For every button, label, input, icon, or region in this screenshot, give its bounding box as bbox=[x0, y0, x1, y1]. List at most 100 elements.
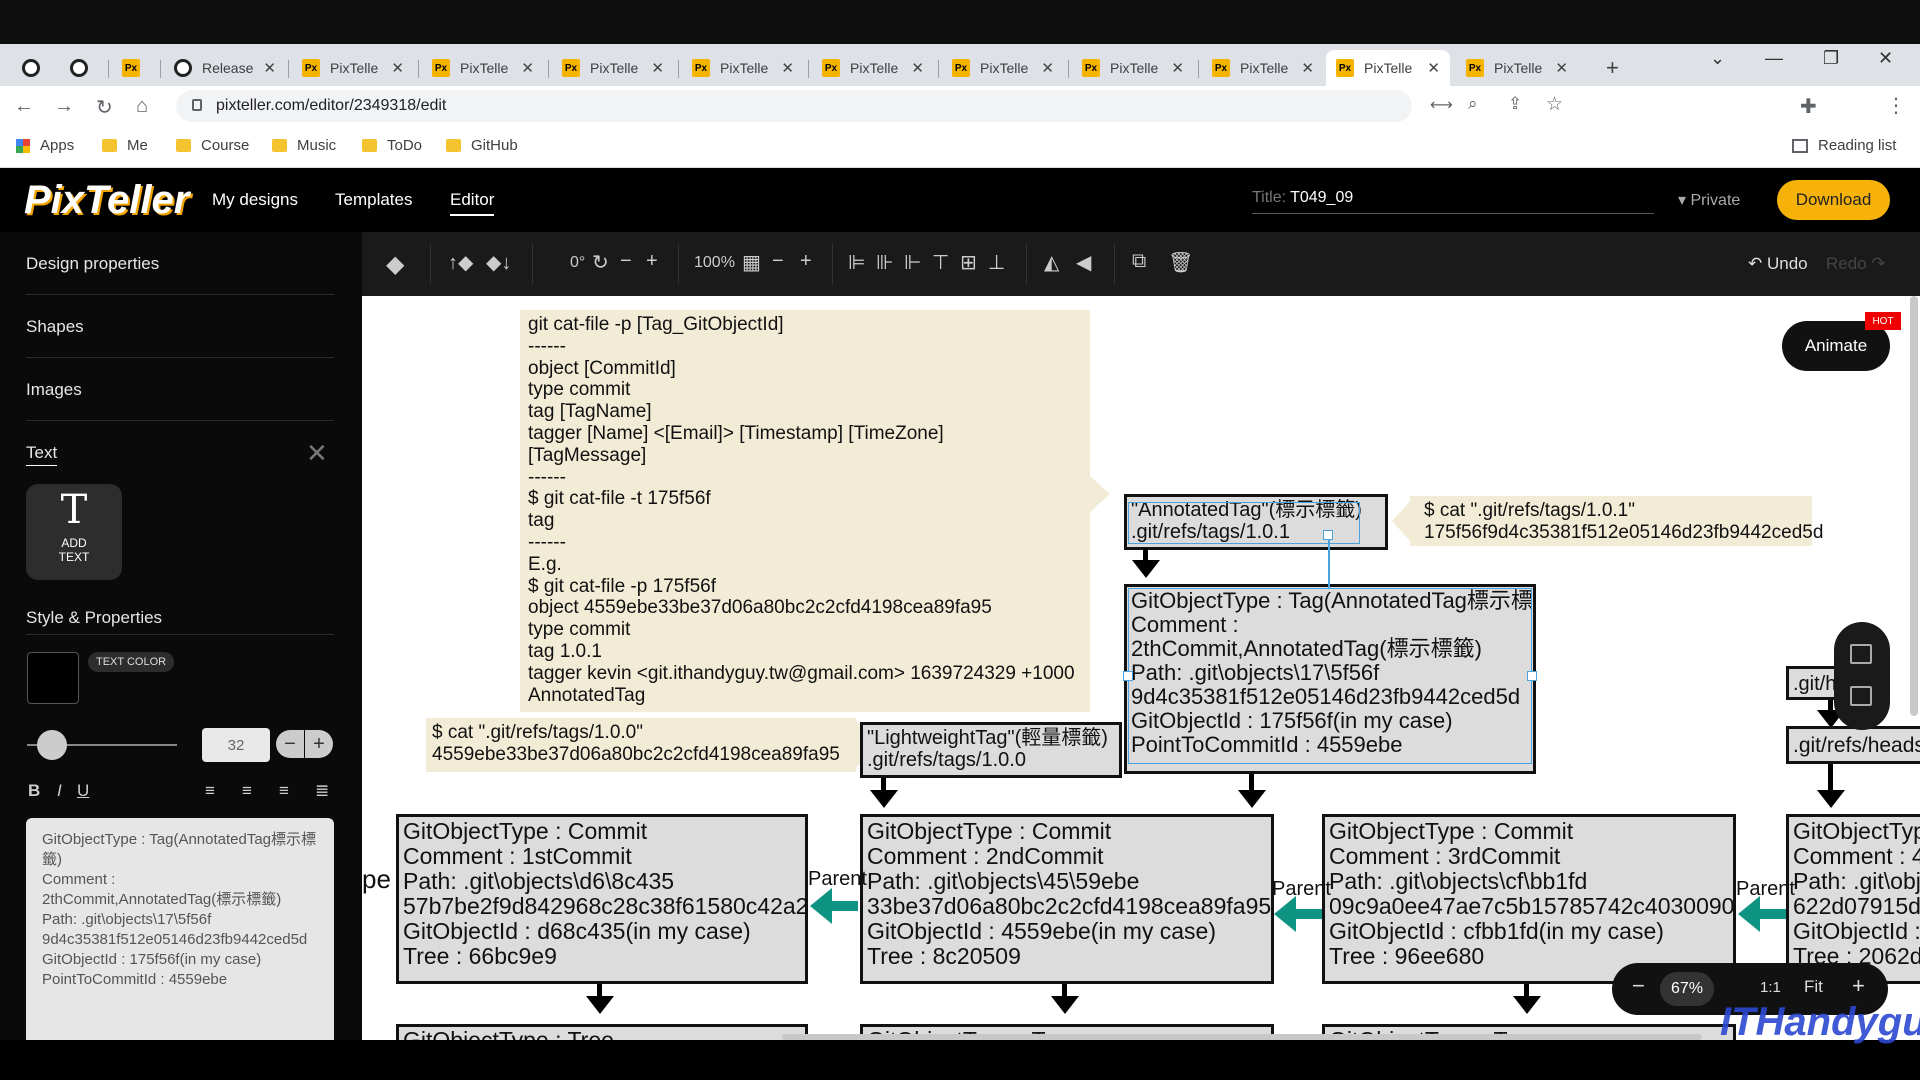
transparency-icon[interactable]: ▦ bbox=[742, 252, 761, 274]
text-color-swatch[interactable] bbox=[27, 652, 79, 704]
align-right-icon[interactable]: ≡ bbox=[279, 781, 289, 800]
align-top-edge-icon[interactable]: ⊤ bbox=[932, 252, 950, 274]
bookmark-course[interactable]: Course bbox=[176, 137, 249, 154]
new-tab-button[interactable]: + bbox=[1606, 55, 1619, 80]
close-icon[interactable]: ✕ bbox=[391, 60, 404, 77]
zoom-in-button[interactable]: + bbox=[1852, 973, 1865, 998]
tab-release[interactable]: Release✕ bbox=[164, 50, 286, 86]
rotate-decrease-icon[interactable]: − bbox=[620, 250, 632, 272]
privacy-dropdown[interactable]: ▾ Private bbox=[1678, 192, 1741, 209]
bookmark-apps[interactable]: Apps bbox=[16, 137, 74, 154]
box-commit-4-partial[interactable]: GitObjectType Comment : 4t Path: .git\ob… bbox=[1786, 814, 1920, 984]
forward-icon[interactable]: → bbox=[54, 95, 74, 117]
align-center-icon[interactable]: ≡ bbox=[242, 781, 252, 800]
bookmark-music[interactable]: Music bbox=[272, 137, 336, 154]
font-size-slider-handle[interactable] bbox=[37, 730, 67, 760]
layers-icon[interactable]: ◆ bbox=[386, 251, 405, 278]
flip-vertical-icon[interactable]: ◀ bbox=[1076, 252, 1092, 274]
tab-github-2[interactable] bbox=[60, 50, 104, 86]
zoom-out-button[interactable]: − bbox=[1632, 973, 1645, 998]
align-bottom-edge-icon[interactable]: ⊥ bbox=[988, 252, 1006, 274]
share-icon[interactable]: ⇪ bbox=[1508, 94, 1523, 113]
close-icon[interactable]: ✕ bbox=[1427, 60, 1440, 77]
bold-icon[interactable]: B bbox=[28, 781, 41, 800]
bookmark-star-icon[interactable]: ☆ bbox=[1546, 94, 1564, 115]
close-icon[interactable]: ✕ bbox=[1171, 60, 1184, 77]
download-button[interactable]: Download bbox=[1777, 180, 1890, 220]
nav-my-designs[interactable]: My designs bbox=[212, 190, 298, 209]
maximize-icon[interactable]: ❐ bbox=[1823, 48, 1840, 68]
box-commit-2[interactable]: GitObjectType : Commit Comment : 2ndComm… bbox=[860, 814, 1274, 984]
zoom-icon[interactable]: ⌕ bbox=[1468, 94, 1478, 113]
note-cat-tag-101[interactable]: $ cat ".git/refs/tags/1.0.1" 175f56f9d4c… bbox=[1410, 496, 1823, 546]
sidebar-design-properties[interactable]: Design properties bbox=[26, 254, 160, 273]
box-commit-3[interactable]: GitObjectType : Commit Comment : 3rdComm… bbox=[1322, 814, 1736, 984]
rotate-increase-icon[interactable]: + bbox=[646, 250, 658, 272]
align-justify-icon[interactable]: ≣ bbox=[315, 781, 330, 800]
tab-search-icon[interactable]: ⌄ bbox=[1710, 48, 1726, 68]
design-title-field[interactable]: Title:T049_09 bbox=[1252, 189, 1654, 214]
zoom-fit-button[interactable]: Fit bbox=[1804, 977, 1823, 996]
window-close-icon[interactable]: ✕ bbox=[1878, 48, 1894, 68]
font-size-slider-track[interactable] bbox=[27, 744, 177, 746]
app-logo[interactable]: PixTeller bbox=[24, 178, 190, 222]
opacity-increase-icon[interactable]: + bbox=[800, 250, 812, 272]
send-backward-icon[interactable]: ◆↓ bbox=[486, 252, 512, 274]
sidebar-shapes[interactable]: Shapes bbox=[26, 317, 84, 336]
flip-horizontal-icon[interactable]: ◭ bbox=[1044, 252, 1060, 274]
minimize-icon[interactable]: — bbox=[1765, 48, 1783, 68]
zoom-level[interactable]: 67% bbox=[1660, 972, 1714, 1006]
sidebar-images[interactable]: Images bbox=[26, 380, 82, 399]
box-tag-object[interactable]: GitObjectType : Tag(AnnotatedTag標示標籤) Co… bbox=[1124, 584, 1536, 774]
canvas-horizontal-scrollbar[interactable] bbox=[782, 1034, 1702, 1040]
text-color-button[interactable]: TEXT COLOR bbox=[88, 652, 175, 672]
box-commit-1[interactable]: GitObjectType : Commit Comment : 1stComm… bbox=[396, 814, 808, 984]
align-left-icon[interactable]: ≡ bbox=[205, 781, 215, 800]
browser-menu-icon[interactable]: ⋮ bbox=[1886, 95, 1906, 117]
bookmark-github[interactable]: GitHub bbox=[446, 137, 518, 154]
nav-editor[interactable]: Editor bbox=[450, 190, 495, 216]
resize-handle[interactable] bbox=[1123, 671, 1133, 681]
address-bar[interactable]: pixteller.com/editor/2349318/edit ⟷ ⌕ ⇪ … bbox=[176, 90, 1563, 122]
resize-handle[interactable] bbox=[1323, 530, 1333, 540]
undo-button[interactable]: ↶ Undo bbox=[1748, 254, 1808, 273]
nav-templates[interactable]: Templates bbox=[335, 190, 413, 209]
bring-forward-icon[interactable]: ↑◆ bbox=[448, 252, 474, 274]
close-icon[interactable]: ✕ bbox=[306, 438, 328, 468]
align-left-edge-icon[interactable]: ⊫ bbox=[848, 252, 866, 274]
font-size-input[interactable]: 32 bbox=[202, 728, 270, 762]
puzzle-extensions-icon[interactable]: ✚ bbox=[1800, 96, 1817, 118]
tab-pixteller-pinned[interactable]: Px bbox=[112, 50, 156, 86]
sidebar-text[interactable]: Text bbox=[26, 443, 58, 466]
back-icon[interactable]: ← bbox=[14, 95, 34, 117]
design-canvas[interactable]: git cat-file -p [Tag_GitObjectId] ------… bbox=[362, 296, 1920, 1040]
note-cat-tag-100[interactable]: $ cat ".git/refs/tags/1.0.0" 4559ebe33be… bbox=[426, 718, 856, 772]
translate-icon[interactable]: ⟷ bbox=[1430, 97, 1453, 114]
reading-list-button[interactable]: Reading list bbox=[1792, 137, 1896, 154]
rotate-icon[interactable]: ↻ bbox=[592, 252, 609, 274]
zoom-actual-size-button[interactable]: 1:1 bbox=[1760, 979, 1781, 996]
close-icon[interactable]: ✕ bbox=[651, 60, 664, 77]
home-icon[interactable]: ⌂ bbox=[136, 95, 149, 117]
close-icon[interactable]: ✕ bbox=[1301, 60, 1314, 77]
close-icon[interactable]: ✕ bbox=[911, 60, 924, 77]
opacity-decrease-icon[interactable]: − bbox=[772, 250, 784, 272]
close-icon[interactable]: ✕ bbox=[263, 60, 276, 77]
bookmark-todo[interactable]: ToDo bbox=[362, 137, 422, 154]
tab-github-1[interactable] bbox=[12, 50, 52, 86]
box-heads-partial-2[interactable]: .git/refs/heads/ bbox=[1786, 726, 1920, 764]
close-icon[interactable]: ✕ bbox=[521, 60, 534, 77]
resize-handle[interactable] bbox=[1527, 671, 1537, 681]
font-size-decrease-button[interactable]: − bbox=[276, 730, 304, 758]
underline-icon[interactable]: U bbox=[77, 781, 90, 800]
align-v-center-icon[interactable]: ⊞ bbox=[960, 252, 977, 274]
